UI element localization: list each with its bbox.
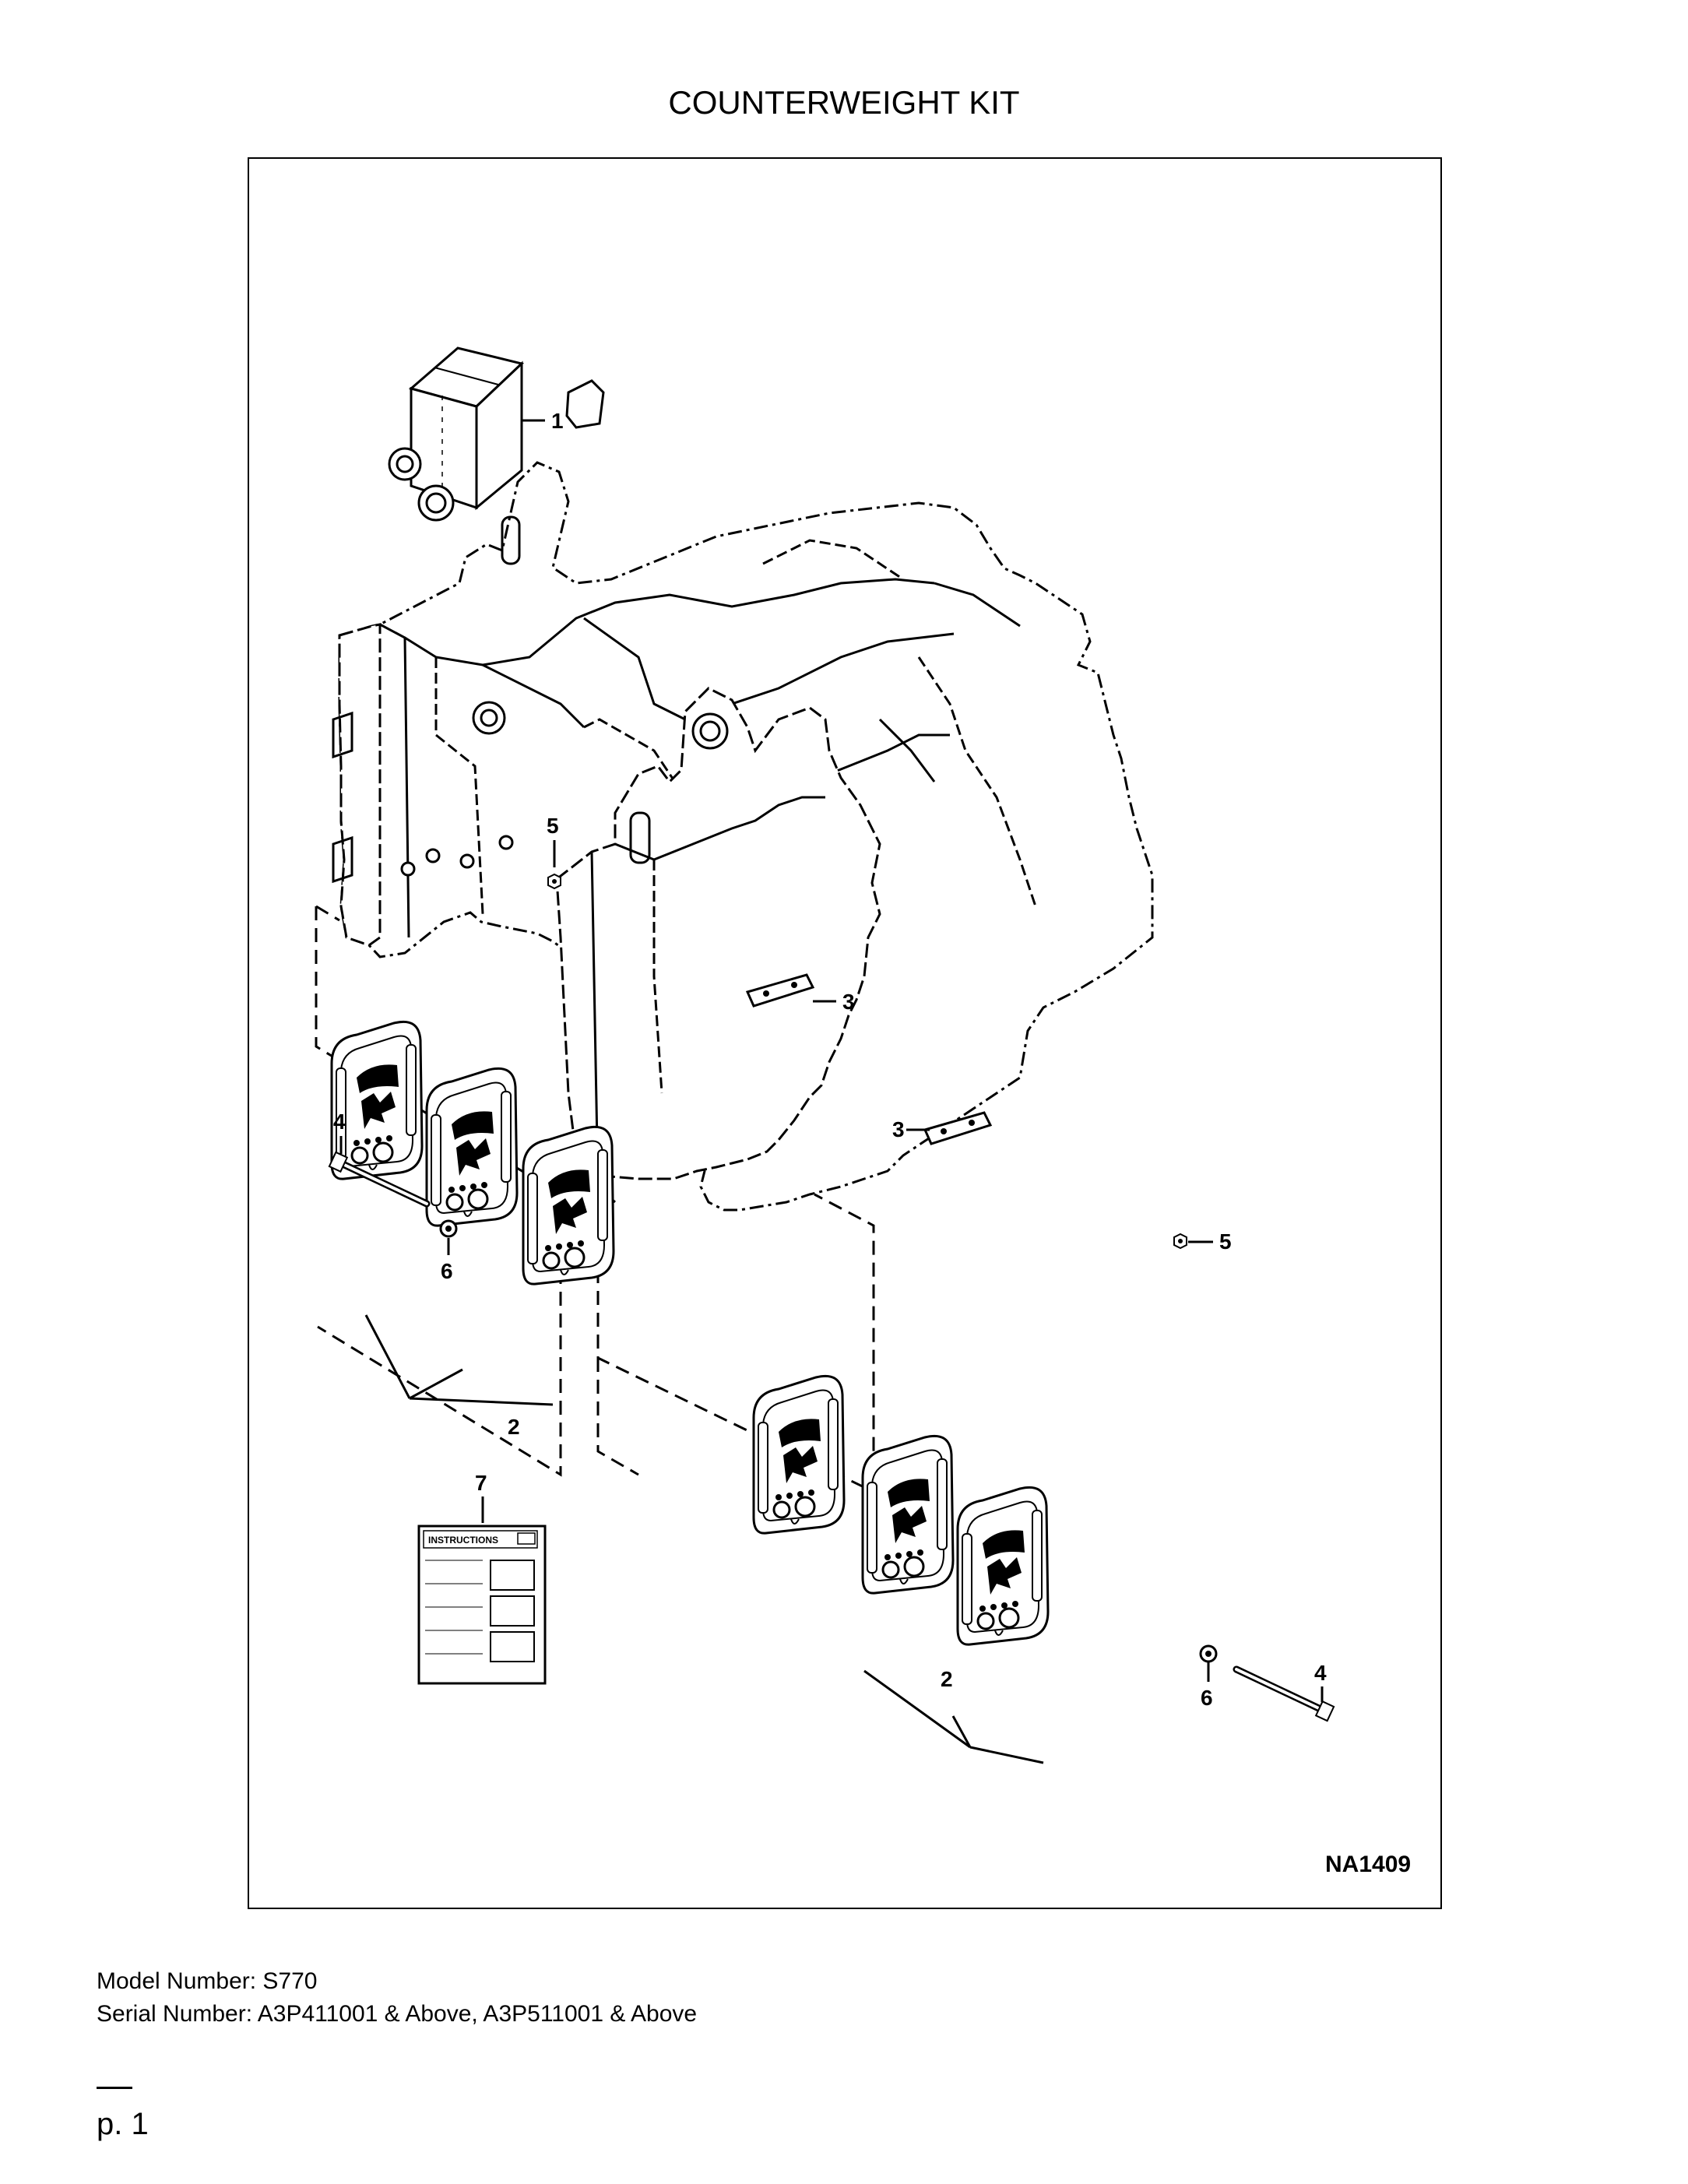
washer-left bbox=[439, 1219, 458, 1238]
callout-1: 1 bbox=[551, 409, 564, 433]
callout-2-right: 2 bbox=[941, 1667, 953, 1691]
nut-lower bbox=[1173, 1233, 1187, 1249]
callout-4-right: 4 bbox=[1314, 1661, 1327, 1685]
serial-number: Serial Number: A3P411001 & Above, A3P511… bbox=[97, 2001, 698, 2027]
callout-5-lower: 5 bbox=[1219, 1229, 1232, 1254]
callout-6-left: 6 bbox=[441, 1259, 453, 1283]
callout-3-lower: 3 bbox=[892, 1117, 905, 1141]
parts-diagram: INSTRUCTIONS bbox=[315, 346, 1411, 1877]
figure-id: NA1409 bbox=[1325, 1852, 1411, 1877]
callout-4-left: 4 bbox=[333, 1110, 346, 1134]
loader-left-upright-illustration bbox=[332, 379, 605, 947]
counterweight-right-3 bbox=[956, 1486, 1050, 1646]
counterweight-left-2 bbox=[425, 1067, 519, 1227]
callout-3-upper: 3 bbox=[842, 990, 855, 1014]
instructions-label: INSTRUCTIONS bbox=[428, 1535, 498, 1546]
nut-upper bbox=[547, 874, 561, 889]
kit-box-icon bbox=[408, 346, 525, 511]
instructions-sheet-icon: INSTRUCTIONS bbox=[417, 1525, 547, 1685]
washer-right bbox=[1199, 1644, 1218, 1663]
counterweight-left-1 bbox=[330, 1020, 424, 1180]
parts-diagram-frame: INSTRUCTIONS bbox=[248, 157, 1442, 1909]
page-title: COUNTERWEIGHT KIT bbox=[668, 84, 1020, 121]
mounting-plate-lower bbox=[923, 1111, 992, 1145]
counterweight-right-1 bbox=[752, 1374, 846, 1535]
callout-leaders bbox=[339, 419, 1324, 1764]
counterweight-right-2 bbox=[861, 1434, 955, 1595]
page-number: p. 1 bbox=[97, 2107, 149, 2141]
page-separator bbox=[97, 2087, 132, 2089]
callout-2-left: 2 bbox=[508, 1415, 520, 1439]
callout-6-right: 6 bbox=[1201, 1686, 1213, 1710]
counterweight-left-3 bbox=[522, 1125, 615, 1285]
callout-5-upper: 5 bbox=[547, 814, 559, 838]
callout-7: 7 bbox=[475, 1471, 487, 1495]
model-number: Model Number: S770 bbox=[97, 1968, 318, 1994]
